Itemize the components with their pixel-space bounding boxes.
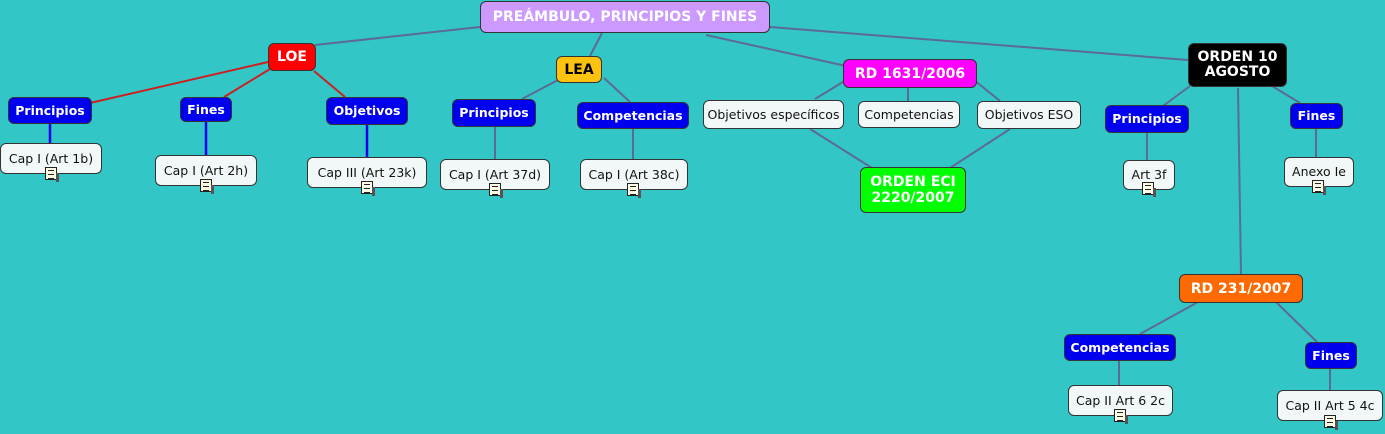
link-objesp-ordeneci xyxy=(809,128,873,169)
document-icon[interactable] xyxy=(45,167,59,182)
node-rd1631-objetivos-eso[interactable]: Objetivos ESO xyxy=(977,101,1081,129)
link-lea-principios xyxy=(521,79,559,100)
node-loe-cap3-23k[interactable]: Cap III (Art 23k) xyxy=(307,157,427,188)
link-loe-fines xyxy=(223,68,271,98)
node-rd1631-competencias[interactable]: Competencias xyxy=(858,101,960,128)
document-icon[interactable] xyxy=(1312,180,1326,195)
node-loe-principios[interactable]: Principios xyxy=(8,97,92,124)
node-orden-eci[interactable]: ORDEN ECI 2220/2007 xyxy=(860,167,966,213)
red-links xyxy=(89,61,346,104)
node-orden10-fines[interactable]: Fines xyxy=(1290,103,1343,129)
link-orden10-principios xyxy=(1162,85,1191,107)
link-preambulo-orden10 xyxy=(769,26,1189,61)
link-preambulo-rd1631 xyxy=(705,34,847,67)
document-icon[interactable] xyxy=(489,183,503,198)
node-rd231-cap2-5-4c[interactable]: Cap II Art 5 4c xyxy=(1277,390,1383,421)
node-rd231-fines[interactable]: Fines xyxy=(1305,342,1357,369)
link-preambulo-lea xyxy=(589,32,603,57)
document-icon[interactable] xyxy=(1114,409,1128,424)
link-lea-competencias xyxy=(603,77,631,103)
link-rd1631-objeso xyxy=(973,79,1001,102)
node-rd1631-objetivos-especificos[interactable]: Objetivos específicos xyxy=(703,100,844,129)
node-orden10[interactable]: ORDEN 10 AGOSTO xyxy=(1188,43,1287,87)
node-lea-principios[interactable]: Principios xyxy=(452,99,536,127)
document-icon[interactable] xyxy=(1324,415,1338,430)
node-lea[interactable]: LEA xyxy=(556,56,602,83)
link-rd231-fines xyxy=(1275,301,1318,343)
node-orden10-anexo[interactable]: Anexo Ie xyxy=(1284,157,1354,187)
node-rd231-competencias[interactable]: Competencias xyxy=(1064,334,1176,361)
document-icon[interactable] xyxy=(627,183,641,198)
node-rd1631[interactable]: RD 1631/2006 xyxy=(843,59,977,88)
node-preambulo[interactable]: PREÁMBULO, PRINCIPIOS Y FINES xyxy=(480,1,770,33)
link-loe-principios xyxy=(89,61,269,104)
blue-links xyxy=(48,122,369,157)
document-icon[interactable] xyxy=(200,179,214,194)
document-icon[interactable] xyxy=(361,181,375,196)
link-loe-objetivos xyxy=(313,70,346,98)
document-icon[interactable] xyxy=(1142,182,1156,197)
link-rd231-competencias xyxy=(1139,301,1199,335)
link-objeso-ordeneci xyxy=(949,128,1011,169)
node-orden10-principios[interactable]: Principios xyxy=(1105,105,1189,133)
node-loe[interactable]: LOE xyxy=(268,43,316,71)
node-loe-fines[interactable]: Fines xyxy=(180,97,232,122)
node-lea-competencias[interactable]: Competencias xyxy=(577,102,689,129)
node-loe-objetivos[interactable]: Objetivos xyxy=(326,97,408,125)
gray-links xyxy=(314,26,1331,390)
link-rd1631-objesp xyxy=(814,79,847,100)
link-orden10-fines xyxy=(1271,85,1301,104)
link-orden10-rd231 xyxy=(1237,87,1242,275)
link-preambulo-loe xyxy=(314,26,481,46)
node-rd231[interactable]: RD 231/2007 xyxy=(1179,274,1303,303)
